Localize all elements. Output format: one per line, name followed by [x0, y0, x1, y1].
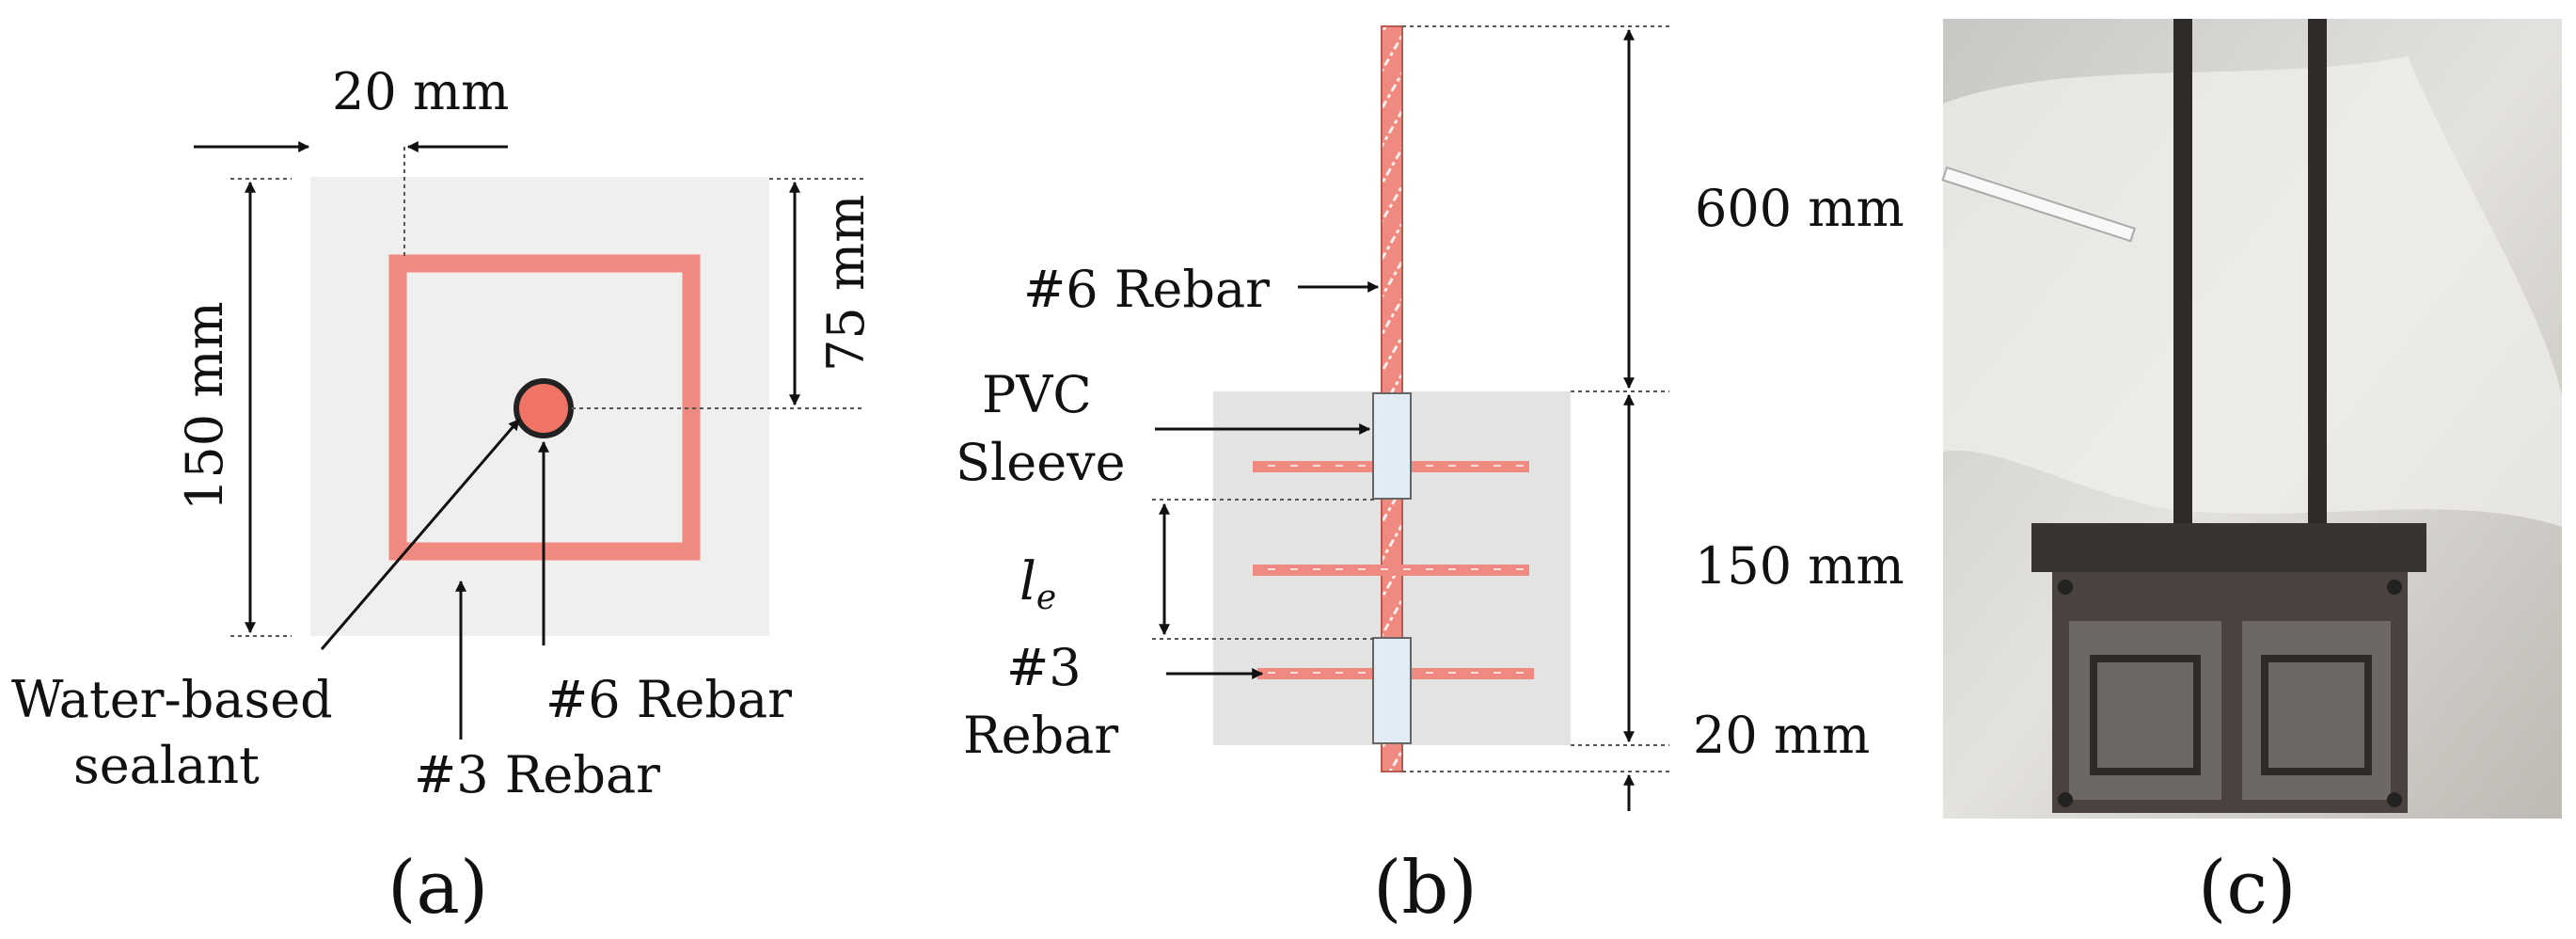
- plastic-sheet: [1943, 56, 2562, 527]
- mold-top-plate: [2031, 523, 2426, 572]
- pvc-sleeve-top: [1372, 392, 1412, 500]
- ruler: [1941, 166, 2136, 243]
- mold-bolt-4: [2387, 792, 2402, 807]
- mold-bolt-1: [2058, 580, 2073, 595]
- pvc-label-line1: PVC: [982, 365, 1092, 424]
- dim-600-label: 600 mm: [1695, 179, 1904, 238]
- mold-stirrup-right: [2261, 655, 2372, 775]
- panel-c-photo: (c): [1941, 19, 2562, 931]
- sealant-label-line1: Water-based: [11, 670, 333, 729]
- rebar3-label-line2: Rebar: [963, 706, 1118, 765]
- dim-150-label: 150 mm: [1695, 536, 1904, 596]
- pvc-label-line2: Sleeve: [956, 433, 1126, 492]
- sealant-label-line2: sealant: [73, 736, 260, 795]
- dim-width-label: 150 mm: [175, 301, 234, 511]
- dim-cover-label: 20 mm: [332, 62, 509, 121]
- rebar3-label-line1: #3: [1006, 638, 1082, 697]
- mold-bolt-2: [2387, 580, 2402, 595]
- dim-20-label: 20 mm: [1693, 706, 1870, 765]
- stirrup-bar-2: [1253, 565, 1529, 576]
- caption-c: (c): [2198, 846, 2297, 931]
- dim-half-label: 75 mm: [816, 195, 876, 372]
- photo-rebar-right: [2308, 19, 2327, 593]
- photo-rebar-left: [2173, 19, 2192, 593]
- sealant-leader: [320, 419, 521, 650]
- caption-a: (a): [387, 846, 488, 931]
- pvc-sleeve-bottom: [1372, 637, 1412, 744]
- panel-a: 20 mm 150 mm 75 mm Water-based sealant #…: [11, 62, 876, 931]
- rebar6-section: [514, 378, 574, 438]
- mold-stirrup-left: [2090, 655, 2201, 775]
- caption-b: (b): [1373, 846, 1478, 931]
- rebar6-label: #6 Rebar: [545, 670, 792, 729]
- rebar6-label-b: #6 Rebar: [1023, 260, 1270, 319]
- le-label: le: [1019, 551, 1056, 617]
- rebar3-label: #3 Rebar: [414, 745, 660, 804]
- panel-b: le #6 Rebar PVC Sleeve #3 Rebar 600 mm 1…: [956, 25, 1904, 931]
- mold-bolt-3: [2058, 792, 2073, 807]
